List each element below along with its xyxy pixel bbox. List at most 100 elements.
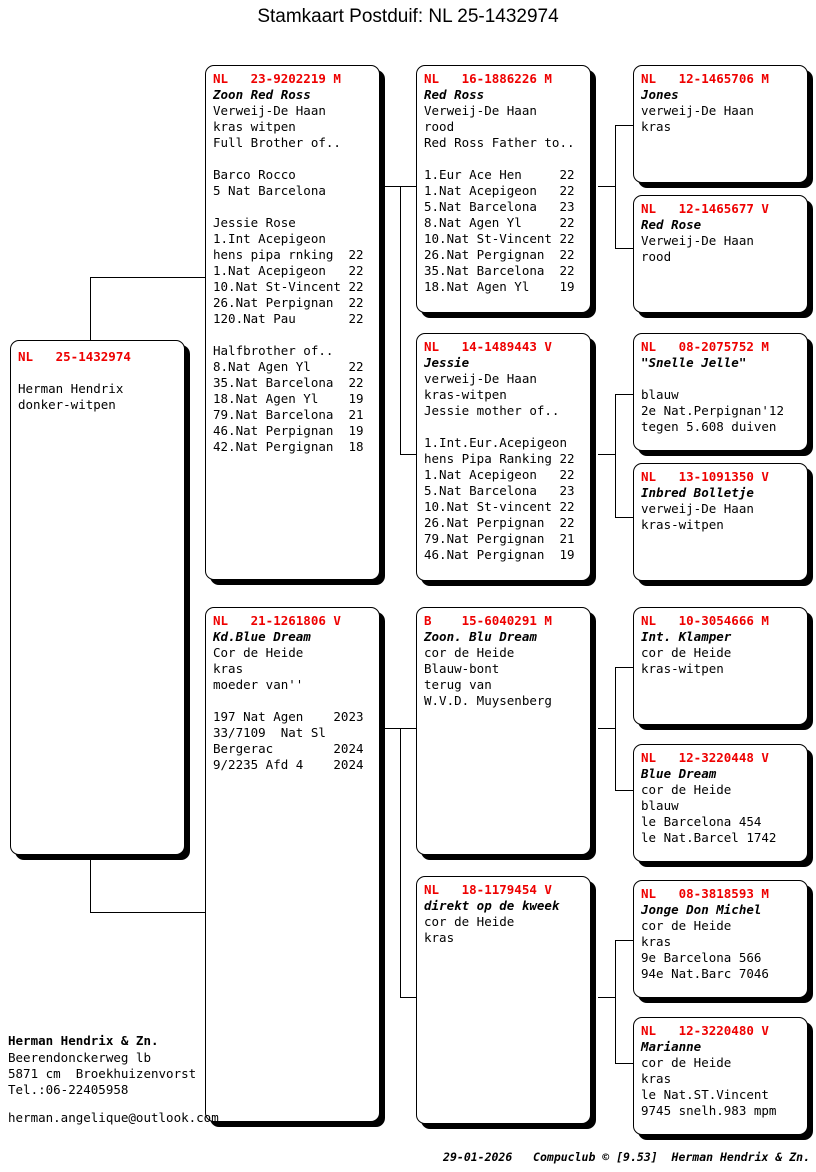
detail-line: Bergerac 2024 [213,741,364,756]
detail-line: cor de Heide [424,914,515,929]
detail-line: Verweij-De Haan [424,103,537,118]
detail-line: W.V.D. Muysenberg [424,693,552,708]
ring-number-ds-dam: NL 12-3220448 V [641,750,769,765]
detail-line: 8.Nat Agen Yl 22 [213,359,364,374]
owner-email[interactable]: herman.angelique@outlook.com [8,1110,219,1125]
detail-line [213,693,379,709]
detail-line: 79.Nat Pergignan 21 [424,531,575,546]
detail-line: 120.Nat Pau 22 [213,311,364,326]
ring-number-dam-dam: NL 18-1179454 V [424,882,552,897]
detail-line: 42.Nat Pergignan 18 [213,439,364,454]
detail-line: Red Ross [424,87,485,102]
detail-line: kras [641,1071,672,1086]
detail-line: 9/2235 Afd 4 2024 [213,757,364,772]
connector-dam-to-ds [385,728,416,729]
detail-line: 1.Int.Eur.Acepigeon [424,435,567,450]
detail-line [213,199,379,215]
detail-line: 10.Nat St-Vincent 22 [213,279,364,294]
detail-line: kras [641,934,672,949]
connector-sire-split [400,186,401,454]
detail-line: donker-witpen [18,397,116,412]
detail-line: Int. Klamper [641,629,732,644]
detail-line: moeder van'' [213,677,304,692]
owner-phone: Tel.:06-22405958 [8,1082,129,1097]
detail-line: rood [641,249,672,264]
detail-line: Verweij-De Haan [213,103,326,118]
connector-ds-to-sire [615,667,633,668]
detail-line: Kd.Blue Dream [213,629,311,644]
connector-ds-left [598,728,616,729]
detail-line: 26.Nat Pergignan 22 [424,247,575,262]
connector-sd-to-sire [615,394,633,395]
detail-line: kras-witpen [424,387,507,402]
detail-line: 197 Nat Agen 2023 [213,709,364,724]
detail-line [424,151,590,167]
detail-line: 5.Nat Barcelona 23 [424,199,575,214]
detail-line: tegen 5.608 duiven [641,419,777,434]
detail-line: cor de Heide [641,1055,732,1070]
ring-number-sd-dam: NL 13-1091350 V [641,469,769,484]
detail-line: verweij-De Haan [424,371,537,386]
detail-line: 46.Nat Perpignan 19 [213,423,364,438]
detail-line: Jessie mother of.. [424,403,560,418]
connector-subject-down [90,855,91,913]
detail-line: 26.Nat Perpignan 22 [213,295,364,310]
detail-line: 1.Int Acepigeon [213,231,326,246]
connector-dd-to-dam [615,1063,633,1064]
detail-line: rood [424,119,455,134]
detail-line: 9e Barcelona 566 [641,950,762,965]
detail-line: terug van [424,677,492,692]
detail-line: Jonge Don Michel [641,902,762,917]
detail-line: Barco Rocco [213,167,296,182]
detail-line: Zoon Red Ross [213,87,311,102]
ring-number-sd-sire: NL 08-2075752 M [641,339,769,354]
connector-ds-to-dam [615,790,633,791]
connector-dd-left [598,997,616,998]
detail-line: 33/7109 Nat Sl [213,725,326,740]
detail-line: kras [213,661,244,676]
detail-line: 10.Nat St-Vincent 22 [424,231,575,246]
ring-number-dam-sire: B 15-6040291 M [424,613,552,628]
detail-line: Red Rose [641,217,702,232]
ring-number-ss-dam: NL 12-1465677 V [641,201,769,216]
detail-line: blauw [641,387,679,402]
detail-line: 1.Nat Acepigeon 22 [424,467,575,482]
detail-line: kras witpen [213,119,296,134]
connector-ss-to-dam [615,248,633,249]
detail-line: direkt op de kweek [424,898,560,913]
detail-line: 10.Nat St-vincent 22 [424,499,575,514]
ring-number-dd-sire: NL 08-3818593 M [641,886,769,901]
detail-line: hens Pipa Ranking 22 [424,451,575,466]
detail-line: blauw [641,798,679,813]
detail-line: kras-witpen [641,661,724,676]
page-title: Stamkaart Postduif: NL 25-1432974 [257,6,559,27]
ring-number-ds-sire: NL 10-3054666 M [641,613,769,628]
detail-line: 94e Nat.Barc 7046 [641,966,769,981]
connector-dam-to-dd [400,997,416,998]
owner-name: Herman Hendrix & Zn. [8,1033,159,1048]
detail-line: cor de Heide [424,645,515,660]
ring-number-dd-dam: NL 12-3220480 V [641,1023,769,1038]
